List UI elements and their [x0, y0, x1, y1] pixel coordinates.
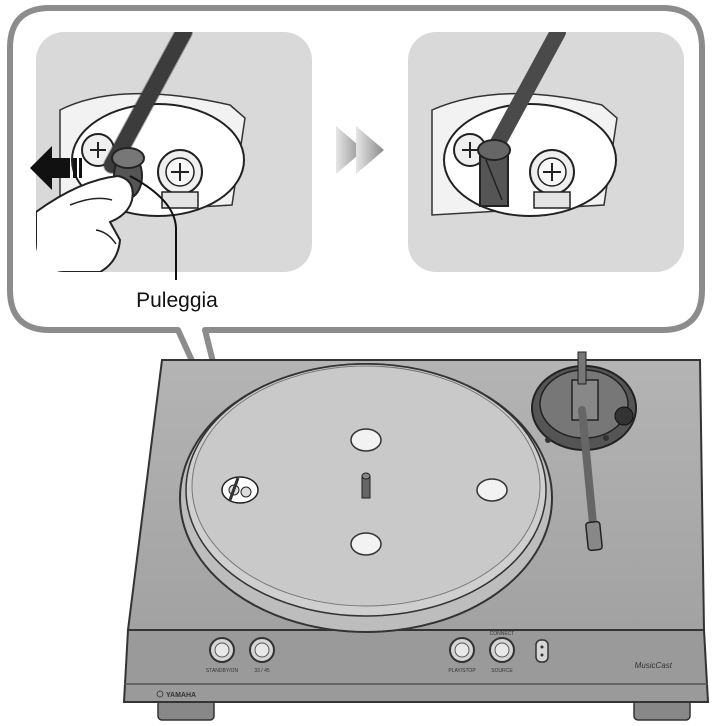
platter	[179, 363, 553, 633]
plinth-front	[122, 629, 710, 703]
pulley-icon	[477, 139, 511, 207]
musiccast-logo: MusicCast	[635, 661, 673, 670]
pull-left-arrow-icon	[30, 146, 82, 190]
turntable: STANDBY/ON 33 / 45 PLAY/STOP CONNECT SOU…	[122, 351, 710, 721]
tonearm	[531, 351, 637, 552]
next-step-arrow-icon	[336, 126, 384, 174]
detail-panel-after	[408, 32, 684, 272]
control-standby-on[interactable]: STANDBY/ON	[206, 637, 239, 674]
screw-icon	[81, 133, 203, 209]
spindle-icon	[361, 472, 371, 499]
control-source[interactable]: CONNECT SOURCE	[489, 631, 515, 674]
pulley-opening	[221, 476, 259, 504]
brand-text: YAMAHA	[166, 692, 196, 699]
pulley-leader-line	[129, 175, 177, 280]
finger-icon	[36, 174, 134, 272]
play-stop-label: PLAY/STOP	[448, 668, 476, 674]
source-label: SOURCE	[491, 668, 513, 674]
connect-label: CONNECT	[490, 631, 515, 637]
indicator-light	[535, 639, 549, 663]
control-play-stop[interactable]: PLAY/STOP	[448, 637, 476, 674]
standby-on-label: STANDBY/ON	[206, 668, 239, 674]
speed-label: 33 / 45	[254, 668, 270, 674]
detail-panel-before	[30, 32, 312, 280]
brand-logo: YAMAHA	[156, 690, 196, 699]
control-speed[interactable]: 33 / 45	[249, 637, 275, 674]
pulley-label: Puleggia	[136, 289, 218, 312]
